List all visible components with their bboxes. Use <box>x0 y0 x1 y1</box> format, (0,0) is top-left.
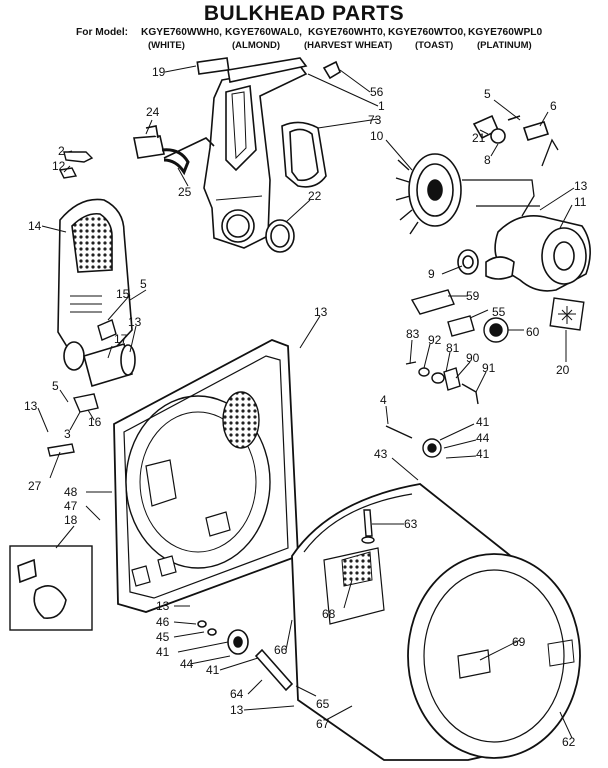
duct-connector-part <box>83 342 136 388</box>
drum-part <box>291 483 581 761</box>
sensor-parts <box>405 361 479 405</box>
drum-bearing-part <box>385 425 442 458</box>
callout-label: 15 <box>116 287 130 301</box>
callout-label: 11 <box>574 195 587 209</box>
motor-pulley-part <box>457 249 479 275</box>
callout-label: 3 <box>64 427 71 441</box>
callout-label: 13 <box>128 315 142 329</box>
callout-label: 4 <box>380 393 387 407</box>
callout-label: 6 <box>550 99 557 113</box>
callout-label: 1 <box>378 99 385 113</box>
color-harvest-wheat: (HARVEST WHEAT) <box>304 40 393 51</box>
screw-63-part <box>361 509 375 544</box>
callout-label: 48 <box>64 485 78 499</box>
callout-label: 60 <box>526 325 540 339</box>
callout-label: 9 <box>428 267 435 281</box>
callout-label: 41 <box>156 645 170 659</box>
motor-housing-part <box>485 215 591 292</box>
callout-label: 55 <box>492 305 506 319</box>
callout-label: 91 <box>482 361 496 375</box>
callout-label: 67 <box>316 717 330 731</box>
callout-label: 41 <box>476 415 490 429</box>
drum-support-part <box>9 545 93 631</box>
callout-label: 73 <box>368 113 382 127</box>
page-title: BULKHEAD PARTS <box>203 2 405 25</box>
callout-label: 43 <box>374 447 388 461</box>
callout-label: 5 <box>140 277 147 291</box>
callout-label: 44 <box>180 657 194 671</box>
lint-filter-label-part <box>549 297 585 331</box>
callout-label: 13 <box>230 703 244 717</box>
rear-bulkhead-panel-part <box>113 339 299 613</box>
callout-label: 16 <box>88 415 102 429</box>
duct-seal-ring-part <box>265 219 295 253</box>
idler-pulley-part <box>472 114 550 144</box>
model-prefix: For Model: <box>76 27 129 38</box>
thermostat-bracket-part <box>196 57 341 80</box>
igniter-part <box>410 289 509 343</box>
callout-label: 17 <box>114 332 128 346</box>
callout-label: 10 <box>370 129 384 143</box>
bulkhead-duct-part <box>203 57 308 249</box>
callout-label: 46 <box>156 615 170 629</box>
callout-label: 27 <box>28 479 42 493</box>
callout-label: 59 <box>466 289 480 303</box>
callout-label: 5 <box>52 379 59 393</box>
callout-label: 8 <box>484 153 491 167</box>
model-number-toast: KGYE760WTO0, <box>388 27 466 38</box>
callout-label: 92 <box>428 333 442 347</box>
callout-label: 19 <box>152 65 166 79</box>
clip-part <box>47 319 117 457</box>
callout-label: 62 <box>562 735 576 749</box>
lint-duct-part <box>57 198 133 371</box>
callout-label: 18 <box>64 513 78 527</box>
callout-label: 2 <box>58 144 65 158</box>
callout-label: 83 <box>406 327 420 341</box>
callout-label: 12 <box>52 159 66 173</box>
callout-label: 21 <box>472 131 486 145</box>
screw-part <box>58 151 94 179</box>
callout-label: 66 <box>274 643 288 657</box>
callout-labels: 19 56 1 73 10 24 2 12 25 5 6 21 8 13 11 … <box>24 65 588 749</box>
model-number-white: KGYE760WWH0, <box>141 27 222 38</box>
callout-label: 65 <box>316 697 330 711</box>
callout-label: 5 <box>484 87 491 101</box>
callout-label: 44 <box>476 431 490 445</box>
leader-lines <box>37 65 575 739</box>
duct-gasket-part <box>281 121 327 188</box>
callout-label: 13 <box>574 179 588 193</box>
callout-label: 25 <box>178 185 192 199</box>
callout-label: 69 <box>512 635 526 649</box>
callout-label: 63 <box>404 517 418 531</box>
callout-label: 13 <box>156 599 170 613</box>
roller-part <box>197 620 294 692</box>
color-platinum: (PLATINUM) <box>477 40 532 51</box>
callout-label: 14 <box>28 219 42 233</box>
blower-wheel-part <box>395 153 462 235</box>
callout-label: 41 <box>476 447 490 461</box>
callout-label: 64 <box>230 687 244 701</box>
model-number-platinum: KGYE760WPL0 <box>468 27 543 38</box>
callout-label: 22 <box>308 189 322 203</box>
callout-label: 24 <box>146 105 160 119</box>
model-number-harvest-wheat: KGYE760WHT0, <box>308 27 386 38</box>
model-number-almond: KGYE760WAL0, <box>225 27 302 38</box>
thermal-fuse-part <box>133 125 215 176</box>
callout-label: 13 <box>24 399 38 413</box>
callout-label: 68 <box>322 607 336 621</box>
callout-label: 81 <box>446 341 460 355</box>
callout-label: 13 <box>314 305 328 319</box>
callout-label: 20 <box>556 363 570 377</box>
color-white: (WHITE) <box>148 40 185 51</box>
color-toast: (TOAST) <box>415 40 454 51</box>
callout-label: 47 <box>64 499 78 513</box>
callout-label: 56 <box>370 85 384 99</box>
callout-label: 41 <box>206 663 220 677</box>
color-almond: (ALMOND) <box>232 40 281 51</box>
drive-belt-part <box>462 138 559 217</box>
callout-label: 90 <box>466 351 480 365</box>
callout-label: 45 <box>156 630 170 644</box>
